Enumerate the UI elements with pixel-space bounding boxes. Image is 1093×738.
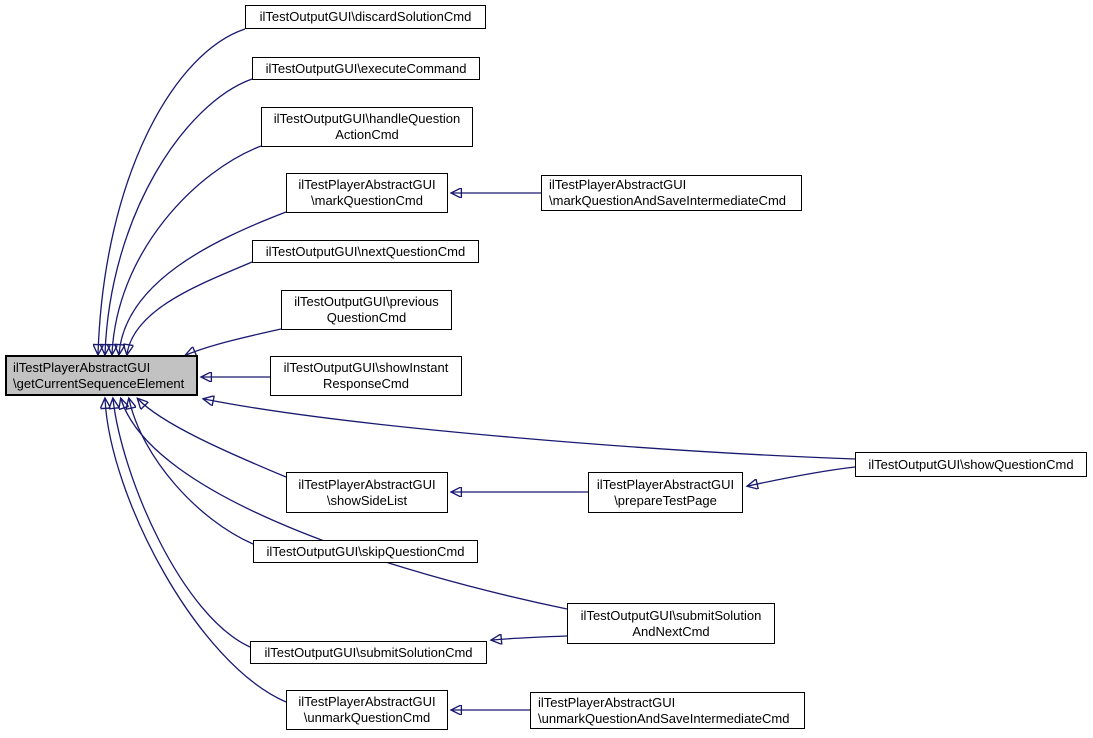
node-label-line: ilTestOutputGUI\handleQuestion <box>273 111 461 126</box>
graph-node-get-current-sequence-element: ilTestPlayerAbstractGUI \getCurrentSeque… <box>5 355 198 396</box>
graph-node-mark-question-and-save-intermediate-cmd[interactable]: ilTestPlayerAbstractGUI \markQuestionAnd… <box>541 175 802 211</box>
graph-node-show-side-list[interactable]: ilTestPlayerAbstractGUI \showSideList <box>286 472 448 513</box>
node-label-line: ResponseCmd <box>323 376 409 391</box>
graph-node-submit-solution-and-next-cmd[interactable]: ilTestOutputGUI\submitSolution AndNextCm… <box>567 603 775 644</box>
node-label-line: ilTestOutputGUI\previous <box>294 294 439 309</box>
node-label-line: ilTestPlayerAbstractGUI <box>538 694 676 710</box>
node-label-line: ilTestPlayerAbstractGUI <box>549 177 687 192</box>
node-label-line: ilTestPlayerAbstractGUI <box>298 694 436 709</box>
node-label-line: ilTestOutputGUI\executeCommand <box>265 60 467 76</box>
node-label-line: ActionCmd <box>335 127 399 142</box>
node-label-line: ilTestOutputGUI\submitSolutionCmd <box>264 644 473 660</box>
graph-node-submit-solution-cmd[interactable]: ilTestOutputGUI\submitSolutionCmd <box>250 641 487 664</box>
node-label-line: ilTestPlayerAbstractGUI <box>298 476 436 492</box>
edge-previous-to-main <box>186 328 282 355</box>
edge-submitnext-to-main <box>121 399 568 610</box>
graph-node-show-question-cmd[interactable]: ilTestOutputGUI\showQuestionCmd <box>855 452 1087 477</box>
graph-node-previous-question-cmd[interactable]: ilTestOutputGUI\previous QuestionCmd <box>281 290 452 330</box>
node-label-line: ilTestOutputGUI\submitSolution <box>580 607 762 623</box>
graph-node-execute-command[interactable]: ilTestOutputGUI\executeCommand <box>252 57 480 80</box>
edge-execute-to-main <box>105 78 253 354</box>
node-label-line: \showSideList <box>326 492 408 508</box>
edge-discard-to-main <box>98 28 246 354</box>
graph-node-discard-solution-cmd[interactable]: ilTestOutputGUI\discardSolutionCmd <box>245 5 486 29</box>
node-label-line: ilTestOutputGUI\showInstant <box>283 360 449 375</box>
node-label-line: ilTestOutputGUI\showQuestionCmd <box>868 456 1074 472</box>
node-label-line: \prepareTestPage <box>614 492 717 508</box>
graph-node-unmark-question-cmd[interactable]: ilTestPlayerAbstractGUI \unmarkQuestionC… <box>286 690 448 730</box>
graph-node-handle-question-action-cmd[interactable]: ilTestOutputGUI\handleQuestion ActionCmd <box>261 107 473 147</box>
node-label-line: ilTestPlayerAbstractGUI <box>596 476 735 492</box>
node-label-line: ilTestOutputGUI\nextQuestionCmd <box>265 243 466 259</box>
graph-node-unmark-question-and-save-intermediate-cmd[interactable]: ilTestPlayerAbstractGUI \unmarkQuestionA… <box>530 692 805 729</box>
graph-node-prepare-test-page[interactable]: ilTestPlayerAbstractGUI \prepareTestPage <box>588 472 743 513</box>
edge-showquestion-to-preparepage <box>748 466 856 486</box>
node-label-line: \getCurrentSequenceElement <box>13 375 185 391</box>
graph-node-skip-question-cmd[interactable]: ilTestOutputGUI\skipQuestionCmd <box>253 540 478 563</box>
edge-showquestion-to-main <box>204 399 856 460</box>
node-label-line: \unmarkQuestionCmd <box>303 710 431 725</box>
edge-mark-to-main <box>119 211 287 354</box>
node-label-line: AndNextCmd <box>632 623 710 639</box>
node-label-line: ilTestPlayerAbstractGUI <box>298 177 436 192</box>
graph-node-show-instant-response-cmd[interactable]: ilTestOutputGUI\showInstant ResponseCmd <box>270 356 462 396</box>
edge-sidelist-to-main <box>138 399 287 478</box>
node-label-line: ilTestOutputGUI\skipQuestionCmd <box>266 543 465 559</box>
node-label-line: \markQuestionAndSaveIntermediateCmd <box>549 193 787 208</box>
edge-handleaction-to-main <box>112 145 262 354</box>
node-label-line: ilTestPlayerAbstractGUI <box>13 359 151 375</box>
edge-skip-to-main <box>129 399 254 545</box>
graph-node-next-question-cmd[interactable]: ilTestOutputGUI\nextQuestionCmd <box>252 240 479 263</box>
graph-node-mark-question-cmd[interactable]: ilTestPlayerAbstractGUI \markQuestionCmd <box>286 173 448 213</box>
edge-submit-to-main <box>113 399 251 648</box>
edge-next-to-main <box>127 261 253 354</box>
node-label-line: \markQuestionCmd <box>311 193 423 208</box>
node-label-line: QuestionCmd <box>326 310 407 325</box>
edge-submitnext-to-submit <box>492 636 568 640</box>
edge-unmark-to-main <box>105 399 287 703</box>
node-label-line: ilTestOutputGUI\discardSolutionCmd <box>259 9 472 24</box>
node-label-line: \unmarkQuestionAndSaveIntermediateCmd <box>538 710 790 726</box>
